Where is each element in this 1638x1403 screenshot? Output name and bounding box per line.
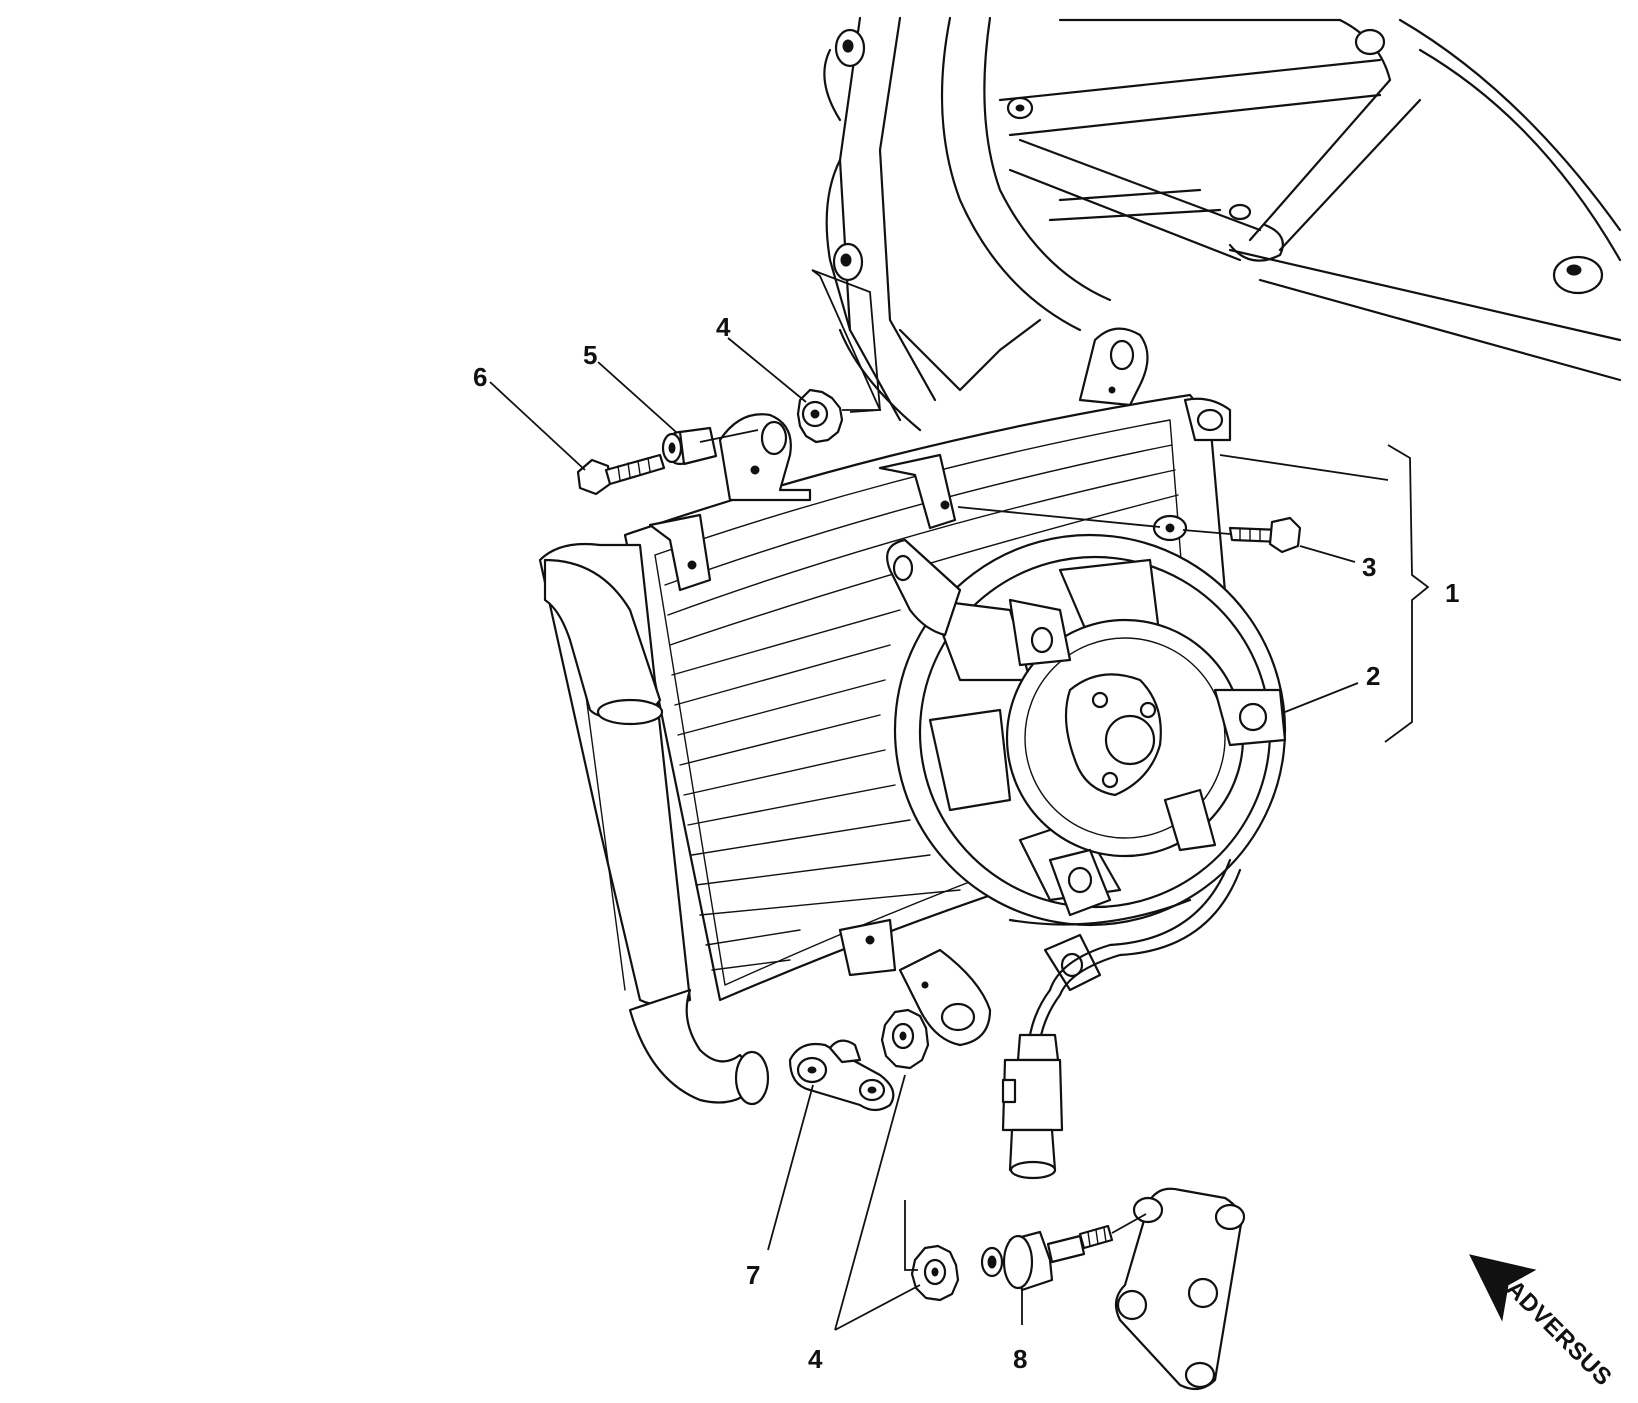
- grommet-4-middle: [880, 1008, 930, 1070]
- callout-8: 8: [1013, 1344, 1027, 1374]
- arrow-up-left-icon: [1469, 1254, 1537, 1322]
- callout-3: 3: [1362, 552, 1376, 582]
- upper-hose-outlet: [596, 698, 664, 726]
- lower-hose-outlet: [734, 1050, 770, 1106]
- callout-2: 2: [1366, 661, 1380, 691]
- logo-text: ADVERSUS: [1501, 1275, 1617, 1391]
- pin-8: [980, 1224, 1114, 1292]
- callout-7: 7: [746, 1260, 760, 1290]
- callout-4-bottom: 4: [808, 1344, 823, 1374]
- motorcycle-frame: [823, 16, 1622, 432]
- bolt-6: [576, 453, 666, 496]
- leader-lines: [489, 269, 1430, 1331]
- callout-labels: 1 2 3 4 4 5 6 7 8: [473, 312, 1459, 1374]
- radiator-mounting-tab-upper-left: [718, 413, 812, 502]
- fan-wire-connector: [1001, 1033, 1064, 1180]
- radiator-top-bracket-mid: [878, 453, 957, 530]
- radiator-fins: [664, 444, 1179, 971]
- radiator-mounting-tab-upper-right: [1078, 327, 1149, 407]
- lower-mount-plate: [1114, 1187, 1246, 1391]
- callout-6: 6: [473, 362, 487, 392]
- cooling-fan: [886, 533, 1287, 1042]
- callout-1: 1: [1445, 578, 1459, 608]
- callout-5: 5: [583, 340, 597, 370]
- grommet-4-top: [796, 388, 844, 444]
- grommet-4-bottom: [910, 1244, 960, 1302]
- adversus-logo: ADVERSUS: [1469, 1254, 1617, 1391]
- bolt-3: [1228, 516, 1302, 554]
- spacer-5: [661, 426, 718, 466]
- callout-4-top: 4: [716, 312, 731, 342]
- radiator-top-bracket-left: [648, 513, 712, 592]
- link-plate-7: [788, 1039, 895, 1112]
- radiator-bottom-bracket: [838, 918, 897, 977]
